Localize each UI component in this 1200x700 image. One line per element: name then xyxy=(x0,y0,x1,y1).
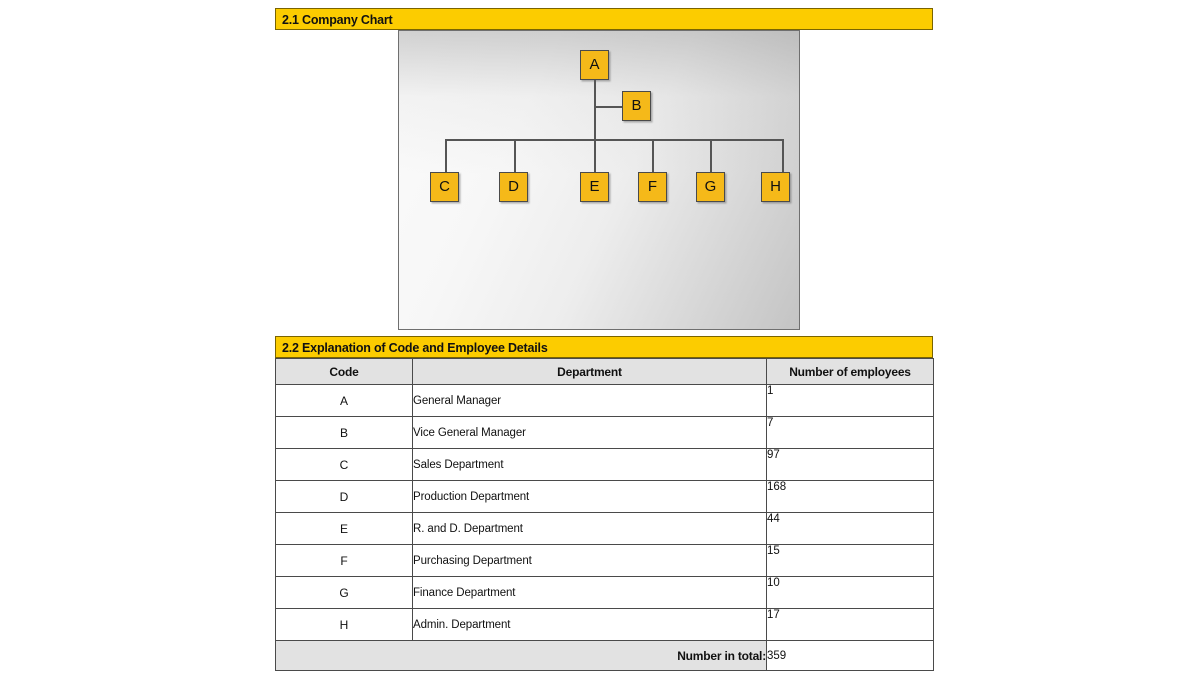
section-header-company-chart: 2.1 Company Chart xyxy=(275,8,933,30)
connector-g-drop xyxy=(710,139,712,173)
company-chart-area: A B C D E F G H xyxy=(275,30,933,336)
org-node-g[interactable]: G xyxy=(696,172,725,202)
org-node-b[interactable]: B xyxy=(622,91,651,121)
org-node-d[interactable]: D xyxy=(499,172,528,202)
table-row: F Purchasing Department 15 xyxy=(275,544,934,577)
org-node-a[interactable]: A xyxy=(580,50,609,80)
connector-e-drop xyxy=(594,139,596,173)
cell-department: Purchasing Department xyxy=(412,544,767,577)
connector-b-horizontal xyxy=(594,106,624,108)
cell-department: Admin. Department xyxy=(412,608,767,641)
connector-c-drop xyxy=(445,139,447,173)
cell-number: 44 xyxy=(766,512,934,545)
cell-department: Vice General Manager xyxy=(412,416,767,449)
org-node-e[interactable]: E xyxy=(580,172,609,202)
cell-department: Finance Department xyxy=(412,576,767,609)
total-label: Number in total: xyxy=(275,640,767,671)
cell-code: F xyxy=(275,544,413,577)
table-row: A General Manager 1 xyxy=(275,384,934,417)
connector-bus-horizontal xyxy=(445,139,782,141)
table-row: H Admin. Department 17 xyxy=(275,608,934,641)
cell-department: Production Department xyxy=(412,480,767,513)
cell-number: 15 xyxy=(766,544,934,577)
cell-code: A xyxy=(275,384,413,417)
cell-department: R. and D. Department xyxy=(412,512,767,545)
table-row: B Vice General Manager 7 xyxy=(275,416,934,449)
cell-number: 97 xyxy=(766,448,934,481)
cell-code: D xyxy=(275,480,413,513)
cell-code: C xyxy=(275,448,413,481)
column-header-department: Department xyxy=(412,358,767,385)
org-node-f[interactable]: F xyxy=(638,172,667,202)
connector-d-drop xyxy=(514,139,516,173)
cell-number: 7 xyxy=(766,416,934,449)
column-header-code: Code xyxy=(275,358,413,385)
document-body: 2.1 Company Chart A B xyxy=(275,8,934,671)
org-chart-canvas: A B C D E F G H xyxy=(398,30,800,330)
connector-a-vertical xyxy=(594,80,596,190)
cell-code: B xyxy=(275,416,413,449)
cell-number: 1 xyxy=(766,384,934,417)
connector-f-drop xyxy=(652,139,654,173)
total-value: 359 xyxy=(766,640,934,671)
org-node-c[interactable]: C xyxy=(430,172,459,202)
table-row: E R. and D. Department 44 xyxy=(275,512,934,545)
cell-number: 10 xyxy=(766,576,934,609)
cell-code: E xyxy=(275,512,413,545)
cell-number: 168 xyxy=(766,480,934,513)
table-total-row: Number in total: 359 xyxy=(275,640,934,671)
employee-details-table: Code Department Number of employees A Ge… xyxy=(275,358,934,671)
cell-code: G xyxy=(275,576,413,609)
connector-h-drop xyxy=(782,139,784,173)
column-header-number: Number of employees xyxy=(766,358,934,385)
section-header-code-explanation: 2.2 Explanation of Code and Employee Det… xyxy=(275,336,933,358)
table-row: G Finance Department 10 xyxy=(275,576,934,609)
cell-department: General Manager xyxy=(412,384,767,417)
org-node-h[interactable]: H xyxy=(761,172,790,202)
cell-department: Sales Department xyxy=(412,448,767,481)
table-row: D Production Department 168 xyxy=(275,480,934,513)
table-header-row: Code Department Number of employees xyxy=(275,358,934,385)
cell-code: H xyxy=(275,608,413,641)
cell-number: 17 xyxy=(766,608,934,641)
table-row: C Sales Department 97 xyxy=(275,448,934,481)
